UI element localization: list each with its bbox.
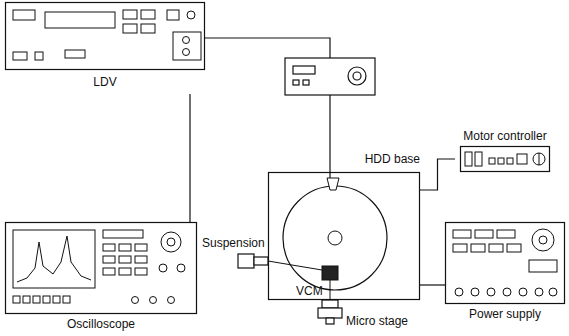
device-label: Power supply (445, 307, 565, 321)
part-label: VCM (296, 284, 323, 298)
micro-stage (322, 300, 338, 308)
hdd-base: HDD base (268, 150, 420, 300)
suspension-holder (254, 257, 268, 265)
device-label: Motor controller (455, 129, 555, 143)
power-supply-drawing (445, 222, 565, 304)
micro-stage (318, 308, 342, 318)
ldv-instrument-drawing (5, 2, 205, 70)
probe-cable (329, 95, 330, 180)
power-supply: Power supply (445, 222, 565, 322)
device-label: Oscilloscope (5, 317, 197, 331)
signal-wire (186, 38, 330, 58)
part-label: Micro stage (346, 314, 408, 328)
controller-knob (353, 72, 361, 80)
part-label: Suspension (202, 236, 265, 250)
controller-knob (348, 67, 366, 85)
sensor-controller (285, 58, 375, 95)
oscilloscope-instrument: Oscilloscope (5, 222, 197, 334)
wire-connector (190, 94, 191, 222)
controller-button (293, 80, 299, 85)
hdd-base-drawing (268, 150, 420, 300)
controller-button (303, 80, 309, 85)
device-label: HDD base (268, 152, 420, 166)
oscilloscope-instrument-drawing (5, 222, 197, 314)
controller-display (293, 66, 315, 74)
wire-connector (420, 285, 445, 286)
device-label: LDV (5, 75, 205, 89)
suspension-holder (238, 254, 254, 268)
motor-controller: Motor controller (455, 128, 555, 174)
ldv-instrument: LDV (5, 2, 205, 94)
wire-connector (420, 159, 455, 190)
micro-stage (326, 318, 334, 324)
